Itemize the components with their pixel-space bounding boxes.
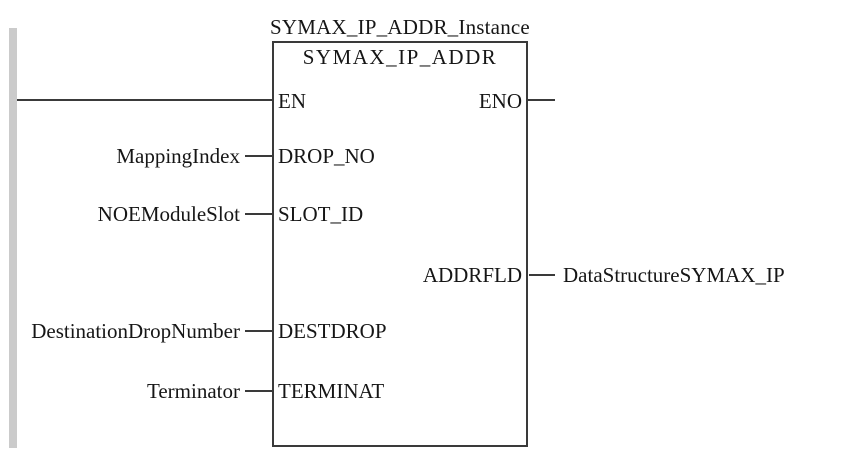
pin-label-terminat: TERMINAT — [278, 379, 385, 403]
eno-output-wire — [528, 99, 555, 101]
block-type-name: SYMAX_IP_ADDR — [302, 45, 498, 69]
operand-terminator: Terminator — [147, 379, 240, 403]
pin-label-eno: ENO — [478, 89, 522, 113]
pin-label-addrfld: ADDRFLD — [422, 263, 522, 287]
destdrop-input-wire — [245, 330, 272, 332]
pin-label-drop-no: DROP_NO — [278, 144, 375, 168]
slot-id-input-wire — [245, 213, 272, 215]
pin-label-destdrop: DESTDROP — [278, 319, 387, 343]
operand-mapping-index: MappingIndex — [116, 144, 240, 168]
operand-destination-drop-number: DestinationDropNumber — [31, 319, 240, 343]
pin-label-en: EN — [278, 89, 306, 113]
function-block-body — [272, 41, 528, 447]
terminat-input-wire — [245, 390, 272, 392]
pin-label-slot-id: SLOT_ID — [278, 202, 364, 226]
addrfld-output-wire — [529, 274, 555, 276]
operand-data-structure-symax-ip: DataStructureSYMAX_IP — [563, 263, 785, 287]
drop-no-input-wire — [245, 155, 272, 157]
en-input-wire — [17, 99, 272, 101]
operand-noe-module-slot: NOEModuleSlot — [97, 202, 240, 226]
page-change-bar — [9, 28, 17, 448]
block-instance-name: SYMAX_IP_ADDR_Instance — [270, 15, 530, 39]
